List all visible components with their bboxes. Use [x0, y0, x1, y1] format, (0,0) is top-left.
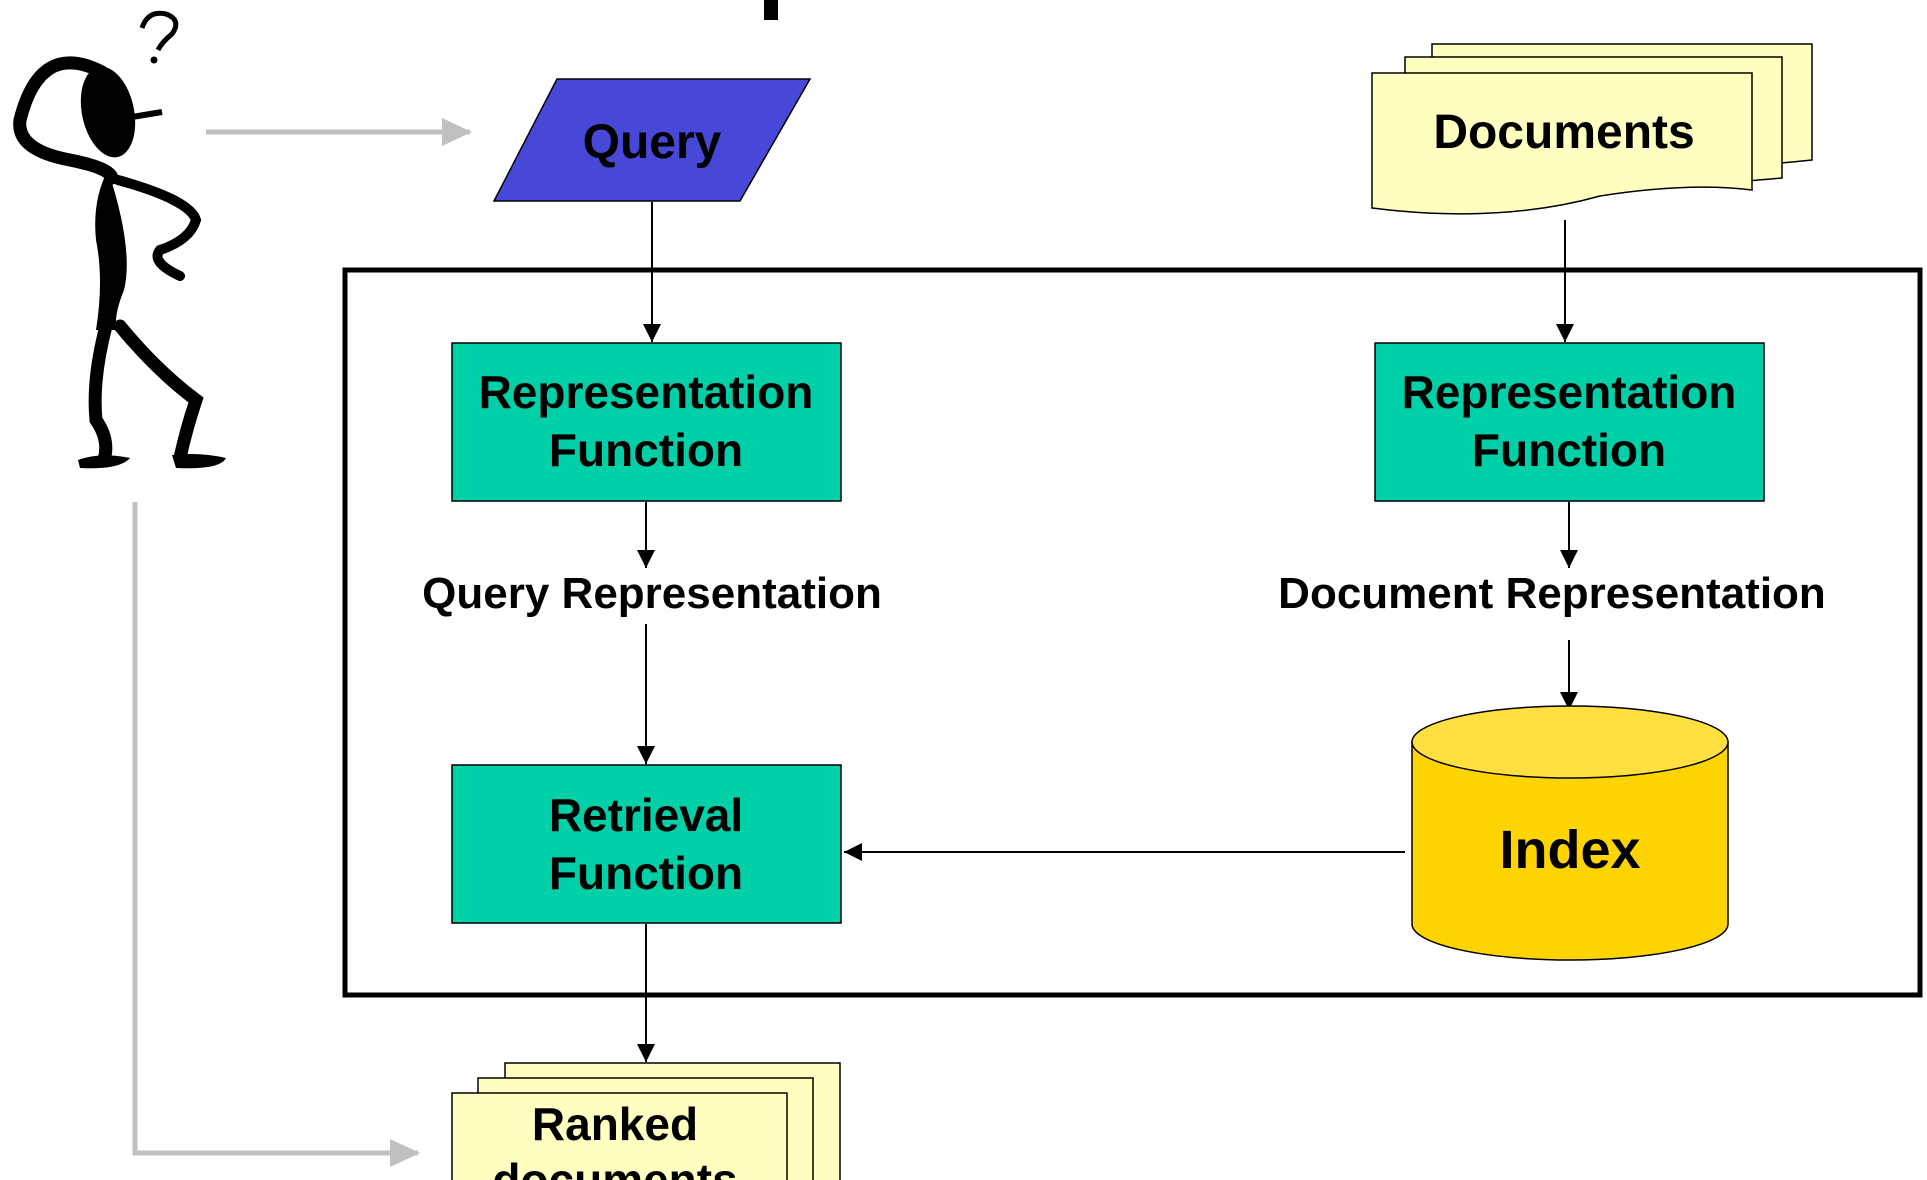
document-representation-label: Document Representation — [1278, 569, 1826, 618]
query-node: Query — [492, 78, 812, 202]
system-boundary — [342, 267, 1923, 998]
query-label: Query — [583, 116, 722, 169]
retrieval-function-line2: Function — [549, 847, 743, 899]
ranked-documents-node: Ranked documents — [451, 1062, 841, 1180]
doc-rep-function-line1: Representation — [1402, 366, 1737, 418]
doc-rep-function-box — [1374, 342, 1765, 502]
query-representation-label: Query Representation — [422, 569, 882, 618]
ranked-documents-line1: Ranked — [532, 1098, 698, 1150]
index-label: Index — [1499, 820, 1640, 880]
retrieval-function-box — [451, 764, 842, 924]
title-fragment — [764, 0, 778, 20]
query-rep-function-line1: Representation — [479, 366, 814, 418]
documents-label: Documents — [1433, 106, 1694, 159]
query-rep-function-line2: Function — [549, 424, 743, 476]
index-node: Index — [1411, 705, 1729, 961]
thinking-person-icon — [13, 10, 226, 469]
retrieval-function-node: Retrieval Function — [451, 764, 842, 924]
documents-node: Documents — [1371, 43, 1813, 215]
retrieval-function-line1: Retrieval — [549, 789, 743, 841]
results-to-user-arrow — [132, 502, 420, 1167]
document-representation-function-node: Representation Function — [1374, 342, 1765, 502]
ranked-documents-line2: documents — [492, 1154, 737, 1180]
query-rep-function-box — [451, 342, 842, 502]
query-representation-function-node: Representation Function — [451, 342, 842, 502]
doc-rep-function-line2: Function — [1472, 424, 1666, 476]
